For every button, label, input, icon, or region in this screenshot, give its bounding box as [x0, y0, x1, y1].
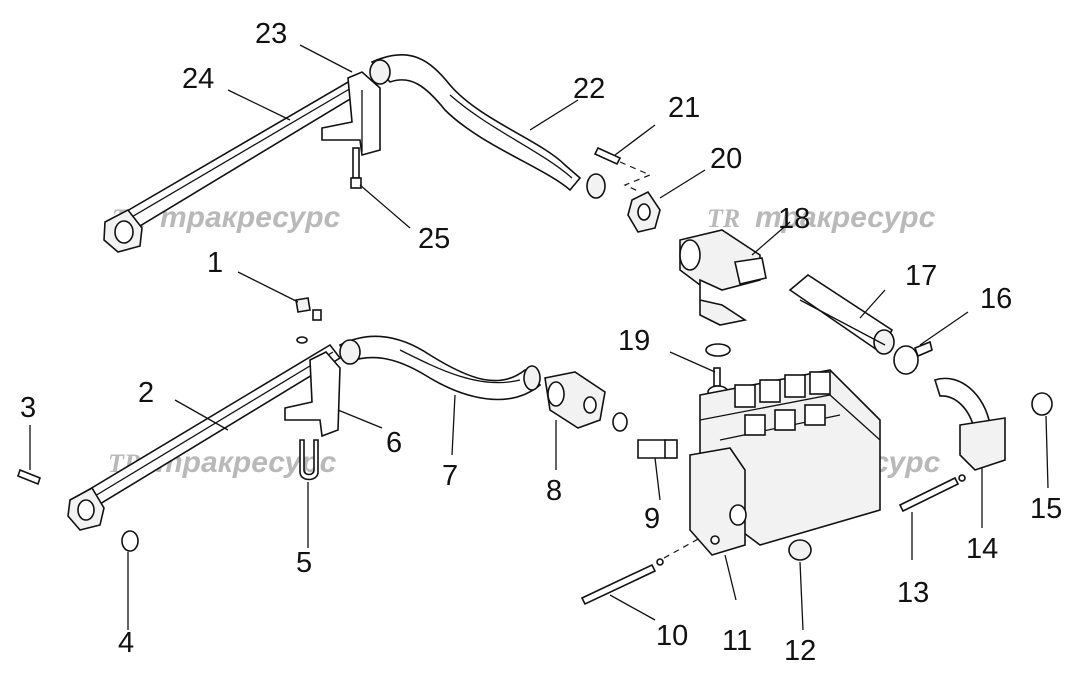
callout-8: 8 — [546, 475, 562, 507]
callout-9: 9 — [644, 503, 660, 535]
leader-25 — [359, 184, 411, 229]
callout-17: 17 — [905, 260, 937, 292]
watermark-text: тракресурс — [755, 201, 936, 234]
callout-24: 24 — [182, 63, 214, 95]
callout-6: 6 — [386, 427, 402, 459]
callout-22: 22 — [573, 73, 605, 105]
nut-1 — [295, 297, 322, 344]
callout-labels: 23 24 22 21 20 25 18 17 16 1 19 2 3 6 7 … — [20, 18, 1062, 667]
hose-17 — [788, 274, 895, 355]
callout-25: 25 — [418, 223, 450, 255]
leader-12 — [799, 561, 804, 631]
callout-14: 14 — [966, 533, 998, 565]
bolt-25 — [350, 147, 362, 189]
callout-20: 20 — [710, 143, 742, 175]
bolt-21 — [593, 146, 652, 193]
leader-1 — [237, 271, 299, 303]
callout-18: 18 — [778, 203, 810, 235]
callout-1: 1 — [207, 247, 223, 279]
leader-6 — [337, 409, 383, 429]
callout-3: 3 — [20, 392, 36, 424]
watermark-text: тракресурс — [160, 201, 341, 234]
flange-block-8 — [544, 371, 628, 432]
tee-fitting-18 — [679, 229, 767, 326]
bolt-3 — [17, 468, 41, 486]
flange-24-end — [103, 208, 143, 253]
plug-9 — [637, 439, 678, 459]
callout-21: 21 — [668, 92, 700, 124]
watermark-logo: TR — [707, 204, 740, 233]
o-ring-15 — [1031, 392, 1053, 416]
callout-11: 11 — [722, 625, 752, 657]
tube-2 — [78, 343, 342, 512]
leader-16 — [919, 311, 969, 346]
leader-20 — [659, 169, 706, 199]
hose-22 — [369, 53, 606, 199]
control-valve-11 — [689, 369, 881, 556]
watermark-top-right: TR тракресурс — [707, 201, 936, 234]
leader-19 — [669, 351, 716, 373]
bolt-13 — [898, 474, 966, 513]
callout-5: 5 — [296, 547, 312, 579]
callout-12: 12 — [784, 635, 816, 667]
leader-7 — [451, 394, 456, 456]
u-bolt-5 — [299, 439, 319, 481]
clamp-16 — [893, 340, 933, 375]
callout-13: 13 — [897, 577, 929, 609]
callout-15: 15 — [1030, 493, 1062, 525]
bracket-6 — [284, 351, 341, 438]
leader-23 — [299, 44, 353, 73]
leader-17 — [859, 289, 886, 319]
callout-2: 2 — [138, 377, 154, 409]
watermark-top-left: TR тракресурс — [112, 201, 341, 234]
leader-2 — [174, 399, 229, 431]
leader-11 — [724, 554, 737, 601]
callout-10: 10 — [656, 620, 688, 652]
callout-23: 23 — [255, 18, 287, 50]
leader-lines — [29, 44, 1049, 631]
leader-9 — [654, 457, 661, 501]
flange-2-end — [67, 486, 105, 531]
bracket-23 — [321, 71, 381, 157]
flange-20 — [627, 190, 661, 233]
plug-12 — [788, 539, 812, 561]
callout-4: 4 — [118, 627, 134, 659]
callout-19: 19 — [618, 325, 650, 357]
leader-21 — [614, 124, 656, 156]
leader-15 — [1045, 415, 1049, 489]
leader-22 — [529, 99, 579, 131]
leader-24 — [227, 89, 291, 121]
callout-7: 7 — [442, 460, 458, 492]
o-ring-4 — [121, 530, 139, 552]
elbow-14 — [933, 377, 1006, 471]
bolt-10 — [580, 537, 701, 606]
callout-16: 16 — [980, 283, 1012, 315]
leader-18 — [751, 221, 791, 256]
leader-10 — [609, 594, 656, 621]
hose-7 — [338, 335, 542, 401]
